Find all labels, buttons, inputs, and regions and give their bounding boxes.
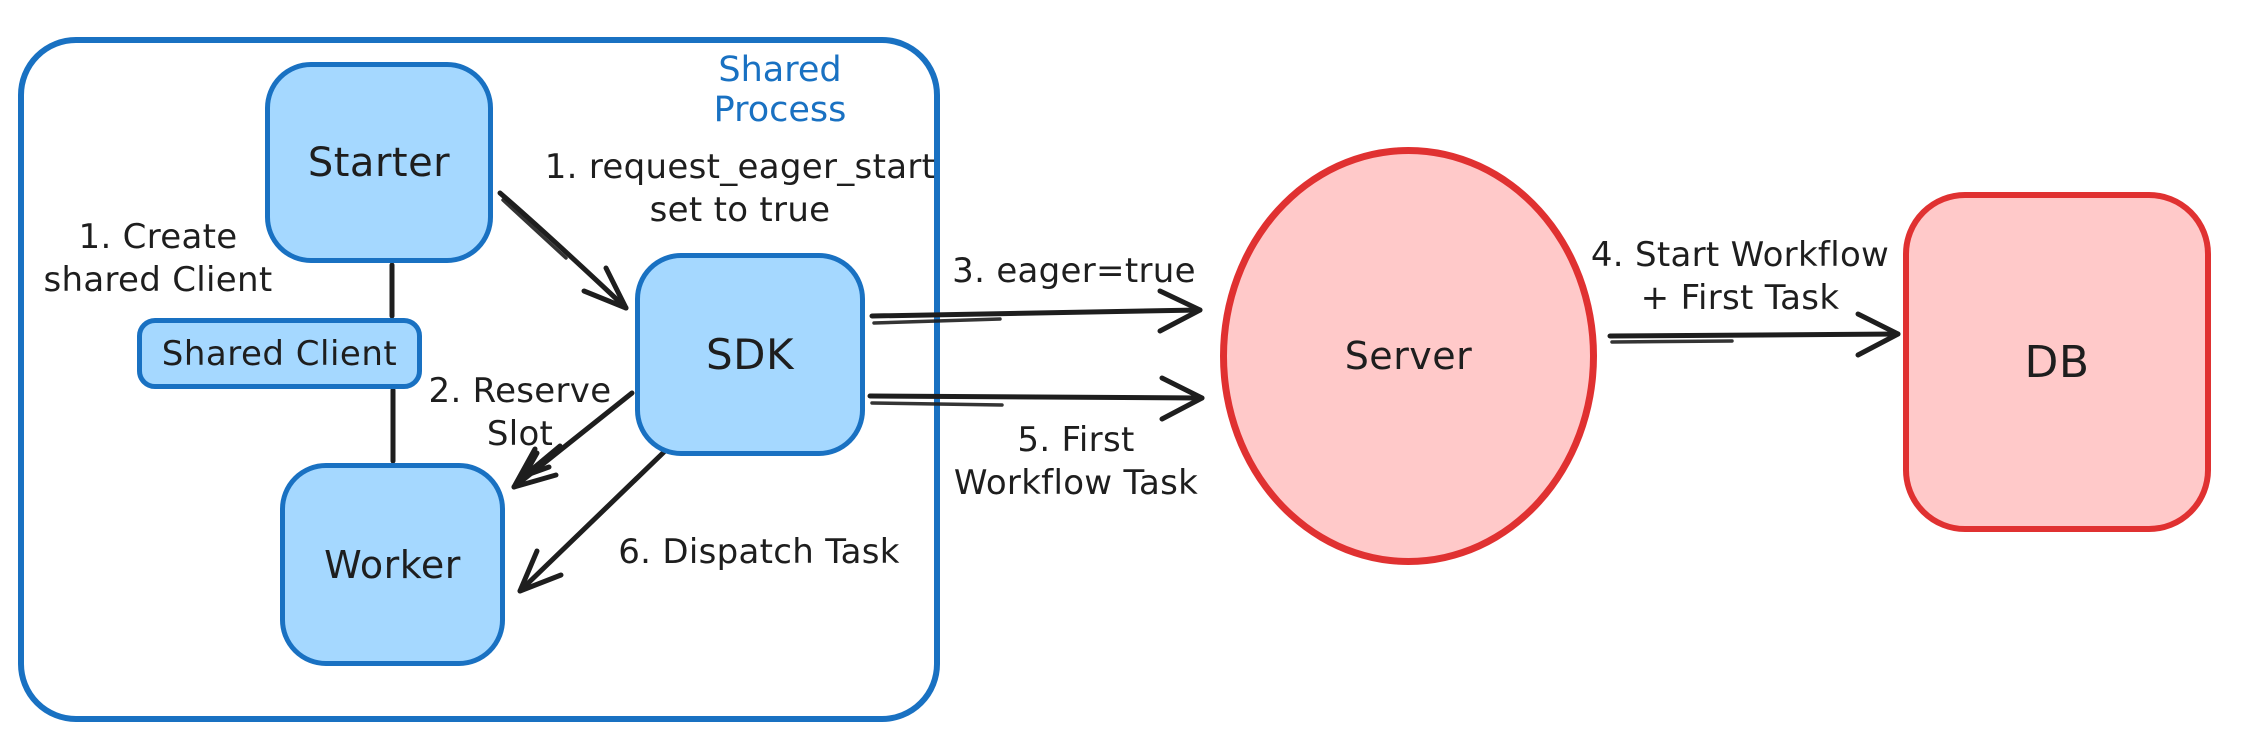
- node-worker-label: Worker: [324, 542, 461, 587]
- node-shared-client: Shared Client: [137, 318, 422, 389]
- node-sdk: SDK: [635, 253, 865, 456]
- shared-process-title: Shared Process: [713, 50, 847, 130]
- node-db: DB: [1903, 192, 2211, 532]
- annotation-dispatch-task: 6. Dispatch Task: [618, 532, 900, 572]
- node-db-label: DB: [2024, 336, 2090, 388]
- annotation-reserve-slot: 2. Reserve Slot: [428, 371, 612, 454]
- shared-process-container: [18, 37, 940, 722]
- node-sdk-label: SDK: [705, 330, 795, 379]
- node-starter: Starter: [265, 62, 493, 263]
- arrow-server-to-db-start-workflow: [1607, 311, 1901, 358]
- node-server-label: Server: [1344, 334, 1473, 378]
- node-worker: Worker: [280, 463, 505, 666]
- node-server: Server: [1220, 147, 1597, 565]
- node-starter-label: Starter: [307, 139, 451, 186]
- annotation-start-workflow-first-task: 4. Start Workflow + First Task: [1590, 235, 1890, 318]
- annotation-eager-true: 3. eager=true: [952, 251, 1196, 291]
- annotation-request-eager-start: 1. request_eager_start set to true: [544, 147, 936, 230]
- annotation-create-shared-client: 1. Create shared Client: [43, 217, 273, 300]
- annotation-first-workflow-task: 5. First Workflow Task: [953, 420, 1199, 503]
- node-shared-client-label: Shared Client: [161, 333, 398, 374]
